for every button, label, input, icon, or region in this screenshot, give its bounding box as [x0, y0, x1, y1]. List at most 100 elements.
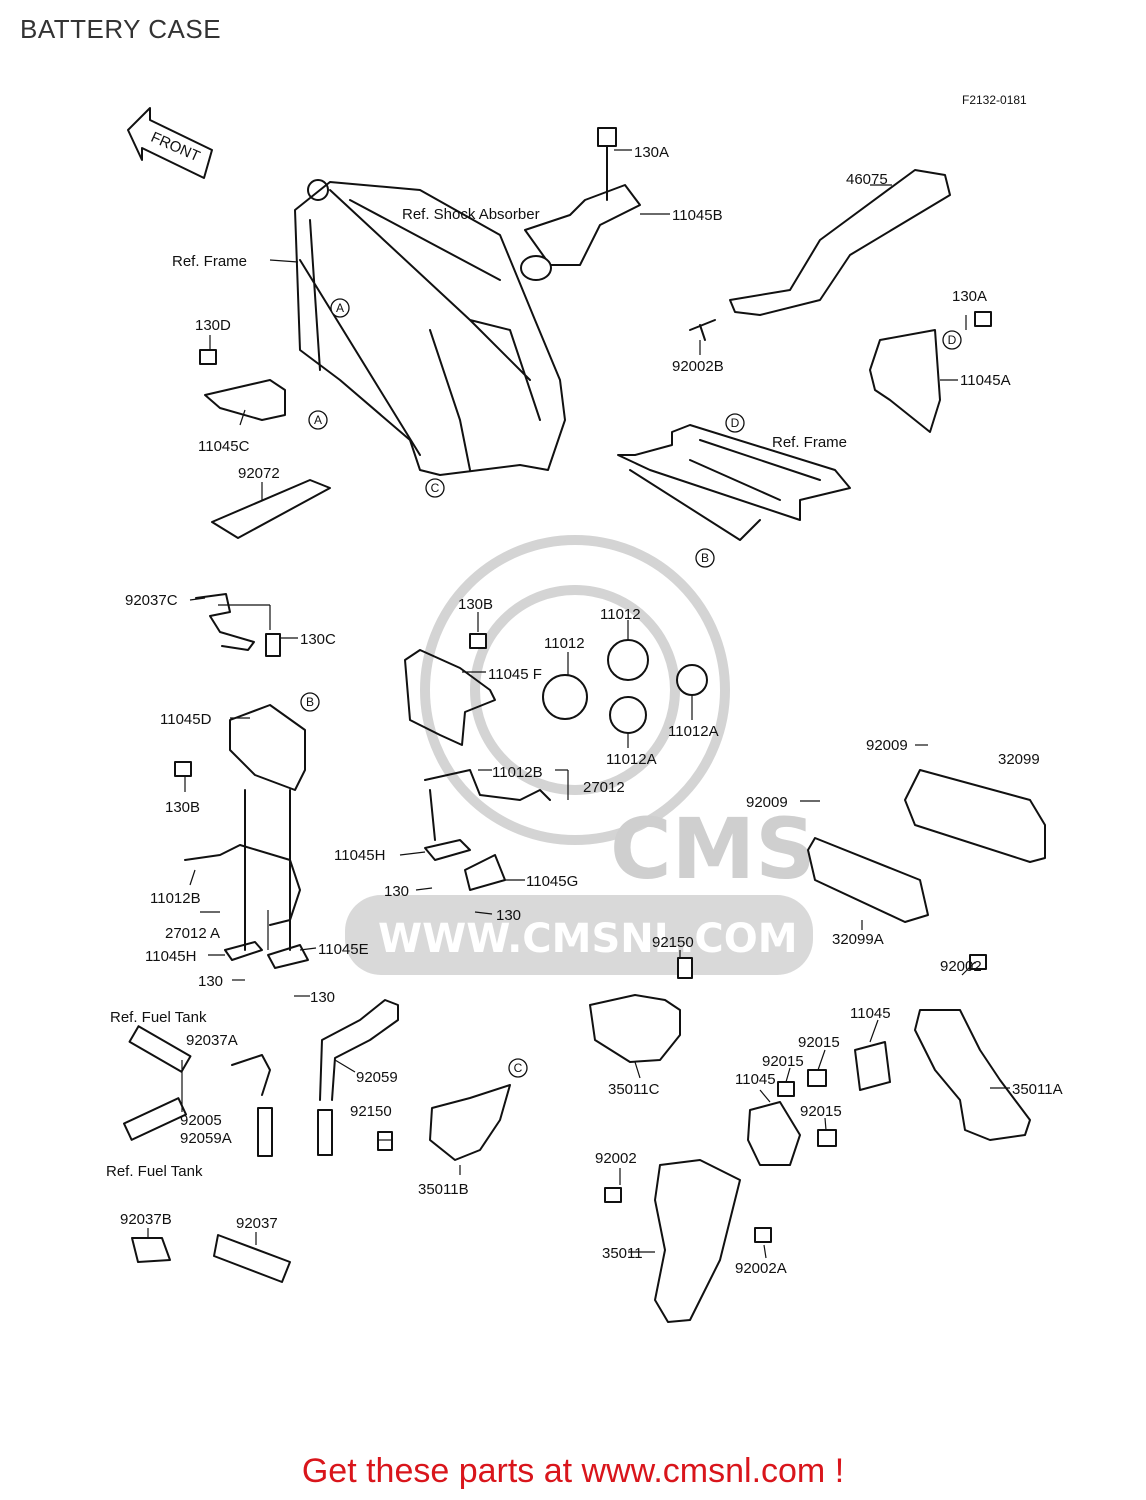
label-ref-frame-1: Ref. Frame [172, 253, 247, 270]
label-ref-fuel-tank-1: Ref. Fuel Tank [110, 1009, 207, 1026]
bolt-130d [199, 349, 217, 365]
label-11045g: 11045G [526, 873, 578, 890]
label-11045e: 11045E [318, 941, 369, 958]
label-11045c: 11045C [198, 438, 250, 455]
svg-text:D: D [948, 333, 957, 347]
bracket-35011a [914, 1009, 1031, 1141]
bracket-11045a [869, 329, 941, 433]
bolt-130c [265, 633, 281, 657]
bolt-130b-left [174, 761, 192, 777]
label-11045h-mid: 11045H [334, 847, 385, 864]
page-title: BATTERY CASE [20, 14, 222, 44]
ref-marker-b-1: B [695, 548, 715, 568]
label-11012b-mid: 11012B [492, 764, 543, 781]
cms-watermark: CMS WWW.CMSNL.COM [345, 535, 816, 975]
bolt-130b-top [469, 633, 487, 649]
rear-subframe-rails [629, 439, 821, 541]
ref-marker-b-2: B [300, 692, 320, 712]
label-92015-c: 92015 [800, 1103, 842, 1120]
label-11045-b: 11045 [735, 1071, 776, 1088]
svg-text:A: A [314, 413, 322, 427]
main-frame-drawing [294, 179, 566, 476]
watermark-ring [420, 535, 730, 845]
bolt-92150-top [677, 957, 693, 979]
strap-92072 [211, 479, 331, 539]
bracket-35011c [589, 994, 681, 1063]
label-130a-right: 130A [952, 288, 987, 305]
label-11045f: 11045 F [488, 666, 542, 683]
label-11045-a: 11045 [850, 1005, 891, 1022]
label-92150-top: 92150 [652, 934, 694, 951]
label-130c: 130C [300, 631, 336, 648]
label-11012b-left: 11012B [150, 890, 201, 907]
bracket-11045c [204, 379, 286, 421]
watermark-url-pill [345, 895, 813, 975]
label-130-mid-a: 130 [384, 883, 409, 900]
frame-head-tube [307, 179, 329, 201]
label-ref-frame-2: Ref. Frame [772, 434, 847, 451]
label-11012-a: 11012 [544, 635, 585, 652]
label-92037b: 92037B [120, 1211, 172, 1228]
rod-27012 [424, 769, 551, 841]
footer-parts-link[interactable]: Get these parts at www.cmsnl.com ! [301, 1452, 845, 1490]
bolt-130a-right [974, 311, 992, 327]
watermark-url: WWW.CMSNL.COM [378, 916, 798, 962]
label-92009-b: 92009 [746, 794, 788, 811]
svg-text:D: D [731, 416, 740, 430]
label-92037c: 92037C [125, 592, 178, 609]
frame-tubes [299, 189, 541, 471]
grommet-11012-b [607, 639, 649, 681]
label-27012: 27012 [583, 779, 625, 796]
part-labels: Ref. Shock Absorber Ref. Frame Ref. Fram… [106, 144, 1063, 1277]
front-arrow-icon: FRONT [127, 107, 213, 179]
rear-subframe-drawing [617, 424, 851, 541]
grommet-11012a-b [676, 664, 708, 696]
label-92002a: 92002A [735, 1260, 787, 1277]
leader-lines [147, 149, 1010, 1259]
rear-subframe-outline [617, 424, 851, 521]
hose-92059 [319, 999, 399, 1101]
ref-marker-d-2: D [725, 413, 745, 433]
hose-92059-lower [317, 1109, 333, 1156]
grommet-11012a-a [609, 696, 647, 734]
watermark-brand: CMS [610, 800, 816, 898]
bracket-46075-drawing [689, 169, 951, 341]
label-92009-a: 92009 [866, 737, 908, 754]
label-130b-left: 130B [165, 799, 200, 816]
ref-marker-a-1: A [330, 298, 350, 318]
hose-92059a-lower [257, 1107, 273, 1157]
bracket-11045-upper [854, 1041, 891, 1091]
label-92002b: 92002B [672, 358, 724, 375]
svg-text:C: C [514, 1061, 523, 1075]
svg-text:C: C [431, 481, 440, 495]
label-130-left-b: 130 [310, 989, 335, 1006]
ref-marker-c-1: C [425, 478, 445, 498]
holder-11045h-left [224, 941, 263, 961]
bolt-92150-left [377, 1131, 393, 1151]
label-92037: 92037 [236, 1215, 278, 1232]
wire-92037c [195, 593, 255, 651]
label-35011: 35011 [602, 1245, 643, 1262]
clamp-92037b [131, 1237, 171, 1263]
bolt-130a-head [597, 127, 617, 147]
svg-text:B: B [306, 695, 314, 709]
bracket-11045a-drawing [869, 311, 992, 433]
label-92037a: 92037A [186, 1032, 238, 1049]
collar-92015-b [777, 1081, 795, 1097]
holder-11045g [464, 854, 506, 891]
bracket-11045d [229, 704, 306, 791]
bracket-11045b-drawing [520, 127, 641, 281]
label-11045a: 11045A [960, 372, 1011, 389]
cover-32099a [807, 837, 929, 923]
holder-11045e [267, 944, 309, 969]
label-35011c: 35011C [608, 1081, 660, 1098]
bolt-92002-right [969, 954, 987, 970]
label-11012a-b: 11012A [668, 723, 719, 740]
screw-92002b [689, 319, 716, 341]
cover-32099 [904, 769, 1046, 863]
label-11045d: 11045D [160, 711, 212, 728]
bolt-92002a [754, 1227, 772, 1243]
front-arrow-shape [127, 107, 213, 179]
label-11045h-left: 11045H [145, 948, 196, 965]
